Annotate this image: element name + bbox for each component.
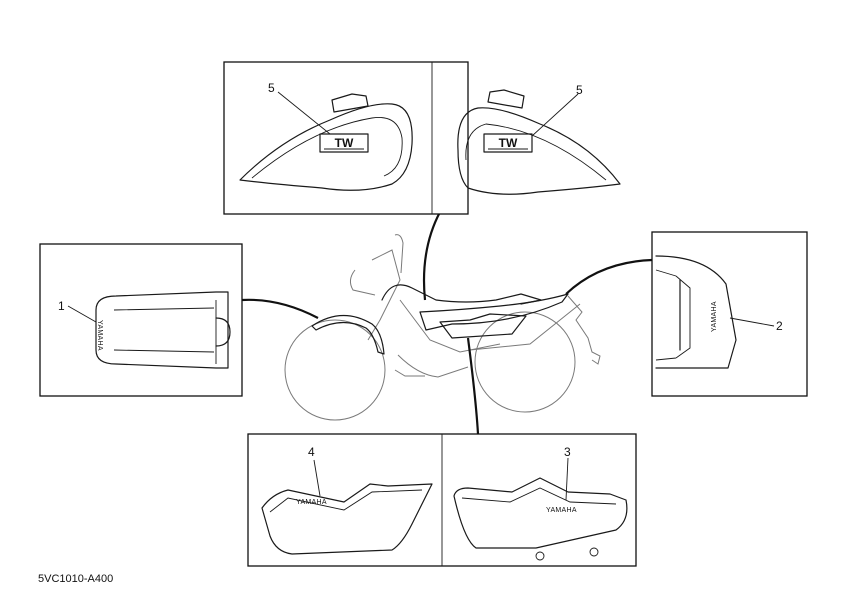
- seat-decal-box: YAMAHA 1: [39, 243, 243, 397]
- tank-right-outline: [457, 107, 621, 195]
- brand-text-tail: YAMAHA: [711, 301, 718, 332]
- tank-right-cap: [487, 89, 525, 109]
- leader-4: [313, 459, 321, 497]
- tail-cover-outline: [655, 255, 737, 369]
- seat-box-frame: [39, 243, 243, 397]
- tank-left-inner: [251, 116, 403, 179]
- callout-5-right: 5: [576, 83, 583, 97]
- diagram-code: 5VC1010-A400: [38, 573, 114, 585]
- leader-3: [565, 457, 569, 501]
- leader-tank: [422, 211, 441, 301]
- leader-5-right: [531, 93, 579, 137]
- tank-box-frame: [223, 61, 469, 215]
- seat-outline: [95, 291, 229, 369]
- tail-decal-box: YAMAHA 2: [651, 231, 808, 397]
- motorcycle-silhouette: [284, 234, 601, 421]
- leader-5-left: [277, 91, 331, 135]
- footpeg: [394, 369, 425, 377]
- tail-section: [567, 295, 601, 365]
- tail-box-frame: [651, 231, 808, 397]
- front-fender: [311, 314, 385, 355]
- rear-wheel: [474, 311, 576, 413]
- front-wheel: [284, 319, 386, 421]
- fuel-tank: [381, 284, 542, 305]
- brand-text-seat: YAMAHA: [96, 320, 103, 351]
- headlight: [349, 269, 376, 296]
- sidecover-right-outline: [453, 477, 628, 549]
- seat: [419, 293, 569, 331]
- leader-seat: [241, 298, 319, 319]
- sidecover-decal-box: YAMAHA 4 YAMAHA 3: [247, 433, 637, 567]
- brand-text-sidecover-left: YAMAHA: [296, 499, 327, 506]
- leader-lines: [241, 211, 653, 435]
- leader-2: [729, 317, 775, 327]
- leader-sidecover: [466, 337, 480, 435]
- tank-decal-box: TW 5 TW 5: [223, 61, 621, 215]
- tw-badge-right: [483, 133, 533, 153]
- callout-5-left: 5: [268, 81, 275, 95]
- front-fork: [367, 234, 404, 341]
- frame: [397, 299, 581, 378]
- tank-right-inner: [465, 123, 607, 181]
- tw-logo-right: TW: [499, 136, 518, 150]
- brand-text-sidecover-right: YAMAHA: [546, 507, 577, 514]
- tw-badge-left: [319, 133, 369, 153]
- tw-logo-left: TW: [335, 136, 354, 150]
- side-cover: [439, 313, 527, 339]
- callout-1: 1: [58, 299, 65, 313]
- callout-3: 3: [564, 445, 571, 459]
- seat-tail: [215, 317, 231, 347]
- mount-boss-2: [589, 547, 599, 557]
- tank-left-cap: [331, 93, 369, 113]
- tank-left-outline: [239, 103, 413, 191]
- seat-inner-lines: [113, 300, 217, 364]
- leader-tail: [565, 258, 653, 295]
- sidecover-left-inner: [269, 489, 423, 513]
- leader-1: [67, 305, 97, 323]
- sidecover-right-inner: [461, 487, 617, 505]
- callout-2: 2: [776, 319, 783, 333]
- sidecover-left-outline: [261, 483, 433, 555]
- tail-cover-inner: [655, 269, 691, 361]
- callout-4: 4: [308, 445, 315, 459]
- mount-boss-1: [535, 551, 545, 561]
